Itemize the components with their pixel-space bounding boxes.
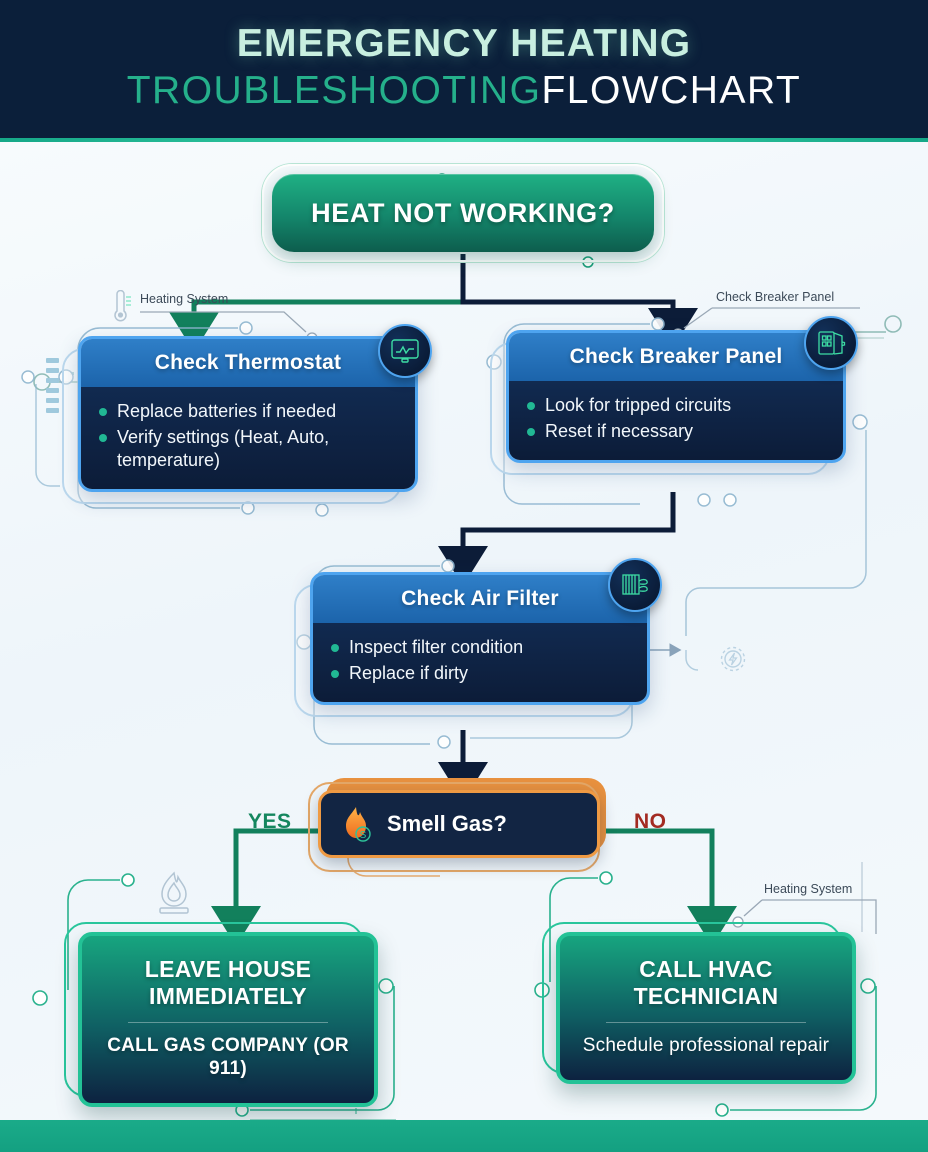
svg-text:S: S	[360, 830, 367, 841]
list-item: Reset if necessary	[527, 420, 827, 443]
bullet-dot-icon	[99, 408, 107, 416]
thermostat-display-icon	[378, 324, 432, 378]
air-filter-icon	[608, 558, 662, 612]
outcome-right-divider	[606, 1022, 806, 1024]
list-item: Replace if dirty	[331, 662, 631, 685]
thermostat-card-body: Replace batteries if needed Verify setti…	[81, 387, 415, 490]
annotation-heating-system-top: Heating System	[140, 292, 229, 306]
bullet-dot-icon	[331, 670, 339, 679]
page-title-line-1: EMERGENCY HEATING	[236, 22, 692, 66]
filter-card-body: Inspect filter condition Replace if dirt…	[313, 623, 647, 703]
edge-decision-outcomes	[211, 828, 737, 946]
flow-node-check-breaker-panel[interactable]: Check Breaker Panel Look for tripped cir…	[490, 316, 858, 476]
bullet-dot-icon	[331, 644, 339, 652]
deco-dash-column	[46, 358, 59, 418]
breaker-card-body: Look for tripped circuits Reset if neces…	[509, 381, 843, 461]
outcome-left-body[interactable]: LEAVE HOUSE IMMEDIATELY CALL GAS COMPANY…	[78, 932, 378, 1107]
annotation-check-breaker-panel: Check Breaker Panel	[716, 290, 835, 304]
outcome-right-body[interactable]: CALL HVAC TECHNICIAN Schedule profession…	[556, 932, 856, 1085]
bullet-text: Replace batteries if needed	[117, 401, 337, 421]
gear-bolt-icon	[716, 642, 750, 681]
list-item: Look for tripped circuits	[527, 394, 827, 417]
page-title-flowchart: FLOWCHART	[541, 69, 802, 113]
bullet-dot-icon	[527, 402, 535, 410]
filter-title: Check Air Filter	[401, 587, 559, 610]
breaker-card: Check Breaker Panel Look for tripped cir…	[506, 330, 846, 464]
annotation-heating-system-bottom: Heating System	[764, 882, 853, 896]
flowchart-canvas: HEAT NOT WORKING? Check Thermostat Repla…	[0, 142, 928, 1120]
bullet-text: Reset if necessary	[545, 421, 694, 442]
bullet-text: Look for tripped circuits	[545, 395, 732, 415]
bullet-dot-icon	[99, 434, 107, 443]
flow-node-check-air-filter[interactable]: Check Air Filter Inspect filter conditio…	[294, 558, 662, 718]
branch-label-yes: YES	[248, 810, 292, 833]
list-item: Verify settings (Heat, Auto, temperature…	[99, 426, 399, 472]
thermostat-card-header: Check Thermostat	[81, 339, 415, 387]
flow-node-outcome-call-hvac[interactable]: CALL HVAC TECHNICIAN Schedule profession…	[542, 922, 856, 1085]
deco-frame-outcome-left	[32, 873, 396, 1120]
deco-frame-breaker	[486, 317, 868, 671]
thermometer-icon	[108, 289, 134, 329]
flame-gas-icon: S	[339, 805, 373, 843]
list-item: Inspect filter condition	[331, 636, 631, 659]
breaker-title: Check Breaker Panel	[569, 345, 783, 368]
start-node-outline	[262, 164, 664, 262]
branch-label-no: NO	[634, 810, 667, 833]
start-node-label: HEAT NOT WORKING?	[311, 197, 615, 228]
header-banner: EMERGENCY HEATING TROUBLESHOOTINGFLOWCHA…	[0, 0, 928, 138]
breaker-panel-icon	[804, 316, 858, 370]
header-divider	[0, 138, 928, 142]
thermostat-title: Check Thermostat	[154, 351, 342, 374]
flow-node-check-thermostat[interactable]: Check Thermostat Replace batteries if ne…	[62, 324, 432, 505]
flow-node-start[interactable]: HEAT NOT WORKING?	[262, 164, 664, 262]
flow-node-outcome-leave-house[interactable]: LEAVE HOUSE IMMEDIATELY CALL GAS COMPANY…	[64, 922, 378, 1107]
outcome-left-sub: CALL GAS COMPANY (OR 911)	[107, 1035, 349, 1080]
decision-label: Smell Gas?	[387, 811, 507, 836]
filter-card: Check Air Filter Inspect filter conditio…	[310, 572, 650, 706]
thermostat-card: Check Thermostat Replace batteries if ne…	[78, 336, 418, 493]
outcome-right-main: CALL HVAC TECHNICIAN	[633, 956, 779, 1010]
outcome-left-divider	[128, 1022, 328, 1024]
decision-body[interactable]: S Smell Gas?	[318, 790, 600, 858]
edge-to-filter	[438, 492, 676, 586]
outcome-right-sub: Schedule professional repair	[582, 1035, 830, 1057]
bullet-text: Verify settings (Heat, Auto, temperature…	[117, 427, 330, 471]
bullet-text: Replace if dirty	[349, 663, 469, 684]
start-node-body[interactable]: HEAT NOT WORKING?	[272, 174, 654, 252]
page-title-troubleshooting: TROUBLESHOOTING	[126, 69, 542, 113]
page-title-line-2: TROUBLESHOOTINGFLOWCHART	[127, 69, 802, 114]
filter-card-header: Check Air Filter	[313, 575, 647, 623]
burner-flame-icon	[152, 870, 196, 921]
bullet-text: Inspect filter condition	[349, 637, 524, 657]
flow-node-decision-smell-gas[interactable]: S Smell Gas?	[308, 778, 606, 872]
breaker-card-header: Check Breaker Panel	[509, 333, 843, 381]
edge-start-split	[169, 254, 698, 352]
footer-bar	[0, 1120, 928, 1152]
bullet-dot-icon	[527, 428, 535, 437]
outcome-left-main: LEAVE HOUSE IMMEDIATELY	[144, 956, 312, 1010]
list-item: Replace batteries if needed	[99, 400, 399, 423]
